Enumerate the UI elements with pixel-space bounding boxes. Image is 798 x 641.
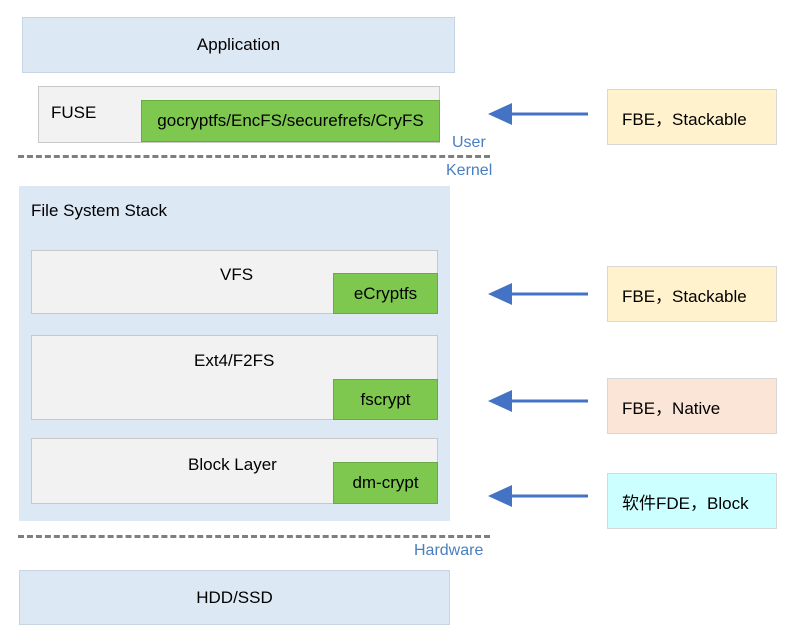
tag-ext4-text: FBE，Native	[622, 398, 721, 418]
user-zone-label: User	[452, 134, 486, 151]
fscrypt-label: fscrypt	[360, 389, 411, 409]
vfs-label: VFS	[220, 265, 254, 284]
storage-layer: HDD/SSD	[19, 570, 450, 625]
storage-label: HDD/SSD	[196, 587, 273, 607]
arrow-ext4	[488, 390, 588, 412]
fuse-label: FUSE	[51, 103, 97, 122]
user-kernel-divider	[18, 155, 490, 158]
tag-block-text: 软件FDE，Block	[622, 493, 749, 513]
arrow-fuse	[488, 103, 588, 125]
fscrypt-box: fscrypt	[333, 379, 438, 420]
tag-fuse-text: FBE，Stackable	[622, 109, 747, 129]
ecryptfs-box: eCryptfs	[333, 273, 438, 314]
arrow-vfs	[488, 283, 588, 305]
ecryptfs-label: eCryptfs	[353, 283, 418, 303]
kernel-hardware-divider	[18, 535, 490, 538]
kernel-zone-label: Kernel	[446, 162, 493, 179]
application-label: Application	[196, 35, 281, 54]
tag-ext4-fbe-native: FBE，Native	[607, 378, 777, 434]
tag-block-fde: 软件FDE，Block	[607, 473, 777, 529]
arrow-block	[488, 485, 588, 507]
fuse-impl-label: gocryptfs/EncFS/securefrefs/CryFS	[157, 111, 424, 130]
fuse-impl-box: gocryptfs/EncFS/securefrefs/CryFS	[141, 100, 440, 142]
dm-crypt-label: dm-crypt	[352, 473, 419, 492]
fs-stack-title: File System Stack	[31, 201, 168, 220]
hardware-zone-label: Hardware	[414, 542, 484, 559]
tag-fuse-fbe-stackable: FBE，Stackable	[607, 89, 777, 145]
tag-vfs-text: FBE，Stackable	[622, 286, 747, 306]
ext4-label: Ext4/F2FS	[194, 351, 275, 370]
application-layer: Application	[22, 17, 455, 73]
tag-vfs-fbe-stackable: FBE，Stackable	[607, 266, 777, 322]
block-layer-label: Block Layer	[188, 455, 277, 474]
dm-crypt-box: dm-crypt	[333, 462, 438, 504]
